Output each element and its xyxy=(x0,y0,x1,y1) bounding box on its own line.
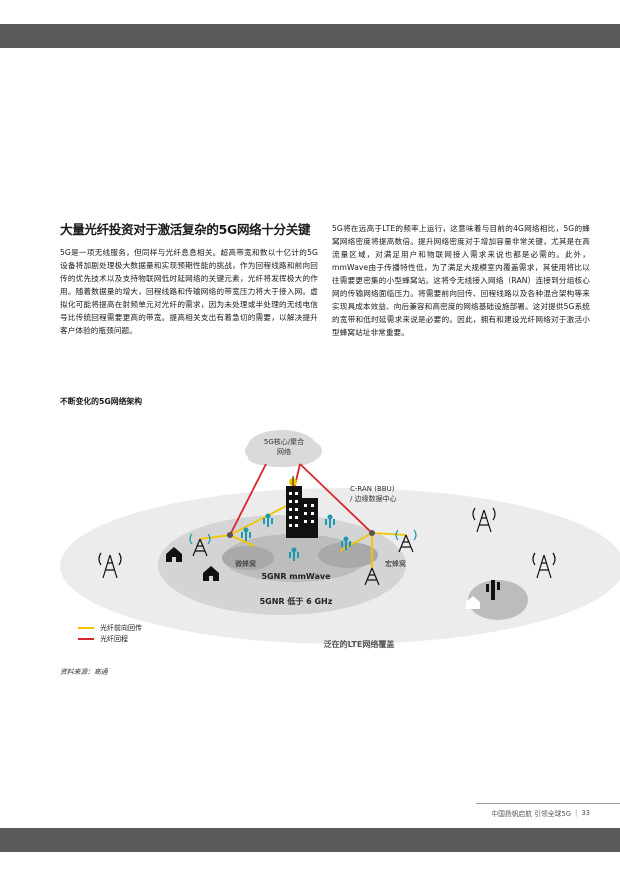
small-cell-tower-icon xyxy=(325,514,335,528)
section-title: 大量光纤投资对于激活复杂的5G网络十分关键 xyxy=(60,222,311,237)
network-architecture-diagram: 5G核心/聚合 网络 xyxy=(60,418,620,660)
macro-tower-icon xyxy=(532,552,556,579)
legend-item-fronthaul: 光纤前向回传 xyxy=(78,622,142,633)
lte-coverage-label: 泛在的LTE网络覆盖 xyxy=(324,639,395,649)
legend-label: 光纤回程 xyxy=(100,634,128,643)
cloud-label-line2: 网络 xyxy=(277,447,291,456)
legend-item-backhaul: 光纤回程 xyxy=(78,633,142,644)
cran-label-line1: C-RAN (BBU) xyxy=(350,485,395,493)
bottom-footer-bar xyxy=(0,828,620,852)
small-cell-area-1 xyxy=(222,546,274,570)
footer-rule xyxy=(476,803,620,804)
micro-cell-label: 微蜂窝 xyxy=(235,559,256,568)
fronthaul-line xyxy=(371,532,407,536)
footer-separator: | xyxy=(575,809,578,817)
small-cell-tower-icon xyxy=(263,513,273,527)
macro-tower-icon xyxy=(472,507,496,533)
legend: 光纤前向回传 光纤回程 xyxy=(78,622,142,644)
fronthaul-line xyxy=(229,534,255,547)
mmwave-label: 5GNR mmWave xyxy=(261,572,331,581)
macro-tower-icon xyxy=(98,552,122,579)
macro-tower-icon xyxy=(395,529,417,541)
cactus-icon xyxy=(486,580,500,600)
right-paragraph: 5G将在远高于LTE的频率上运行，这意味着与目前的4G网络相比，5G的蜂窝网络密… xyxy=(332,224,590,337)
macro-tower-icon xyxy=(364,567,380,586)
cran-label-line2: / 边缘数据中心 xyxy=(350,494,397,503)
macro-tower-icon xyxy=(398,534,414,553)
house-icon xyxy=(166,547,182,562)
page-footer: 中国扬帆启航 引领全球5G | 33 xyxy=(491,808,590,818)
house-icon xyxy=(466,596,480,609)
small-cell-area-2 xyxy=(318,542,378,568)
remote-cell-area xyxy=(468,580,528,620)
fronthaul-line xyxy=(199,534,231,540)
right-column: 5G将在远高于LTE的频率上运行，这意味着与目前的4G网络相比，5G的蜂窝网络密… xyxy=(332,222,590,339)
fronthaul-line xyxy=(229,502,293,536)
data-center-building-icon xyxy=(286,476,318,538)
footer-text: 中国扬帆启航 引领全球5G xyxy=(491,810,572,818)
small-cell-tower-icon xyxy=(241,527,251,541)
small-cell-tower-icon xyxy=(289,547,299,561)
small-cell-node xyxy=(369,530,375,536)
macro-tower-icon xyxy=(189,533,211,545)
backhaul-line xyxy=(299,463,373,534)
backhaul-swatch xyxy=(78,637,94,640)
sub6-label: 5GNR 低于 6 GHz xyxy=(260,596,333,606)
legend-label: 光纤前向回传 xyxy=(100,623,142,632)
top-header-bar xyxy=(0,24,620,48)
left-column: 大量光纤投资对于激活复杂的5G网络十分关键 5G是一项无线服务，但同样与光纤息息… xyxy=(60,222,318,337)
diagram-title: 不断变化的5G网络架构 xyxy=(60,397,142,406)
small-cell-tower-icon xyxy=(341,536,351,550)
macro-tower-icon xyxy=(192,538,208,557)
cloud-label-line1: 5G核心/聚合 xyxy=(264,437,304,446)
backhaul-line xyxy=(229,463,267,536)
macro-cell-label: 宏蜂窝 xyxy=(385,559,406,568)
source-note: 资料来源：高通 xyxy=(60,668,108,676)
left-paragraph: 5G是一项无线服务，但同样与光纤息息相关。超高带宽和数以十亿计的5G设备将加剧处… xyxy=(60,248,318,335)
house-icon xyxy=(203,566,219,581)
fronthaul-swatch xyxy=(78,626,94,629)
page-number: 33 xyxy=(581,809,590,817)
small-cell-node xyxy=(227,532,233,538)
cloud-icon xyxy=(245,430,322,467)
